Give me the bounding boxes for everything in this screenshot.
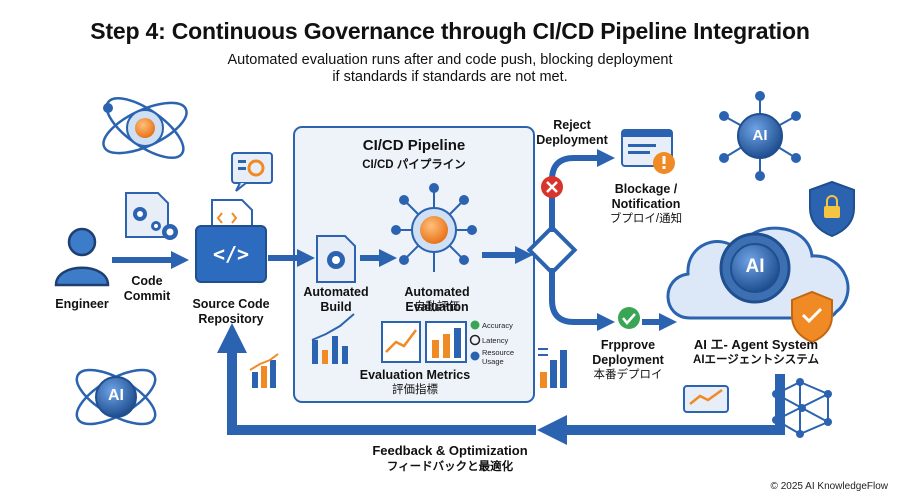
metric-resource: Resource Usage: [482, 348, 514, 366]
pipeline-subtitle: CI/CD パイプライン: [362, 159, 466, 171]
engineer-label: Engineer: [55, 297, 109, 311]
approve-label-jp: 本番デプロイ: [593, 369, 663, 381]
ai-network-badge: AI: [752, 127, 768, 144]
approve-label: Frpprove Deployment: [582, 338, 674, 368]
ai-network-icon: [719, 91, 801, 181]
decision-gate-diamond-icon: [526, 224, 578, 276]
approve-check-icon: [618, 307, 640, 329]
check-shield-icon: [791, 290, 833, 344]
chart-bubble-icon: [231, 152, 273, 192]
build-line-2: Build: [320, 300, 352, 314]
subtitle-line-1: Automated evaluation runs after and code…: [227, 52, 673, 68]
build-gear-icon: [327, 251, 345, 269]
copyright: © 2025 AI KnowledgeFlow: [770, 481, 888, 492]
evaluation-network-icon: [391, 183, 477, 272]
arrow-reject-branch: [549, 149, 615, 232]
metrics-chart-blue-icon: [381, 321, 421, 363]
resource-usage-icon: [470, 351, 480, 361]
reject-label: Reject Deployment: [528, 118, 616, 148]
metrics-chart-orange-icon: [425, 321, 467, 363]
atom-ai-badge: AI: [108, 387, 124, 404]
metric-latency: Latency: [482, 336, 509, 345]
feedback-label-jp: フィードバックと最適化: [386, 461, 514, 473]
blockage-label: Blockage / Notification: [600, 182, 692, 212]
repository-line-2: Repository: [198, 312, 264, 326]
code-commit-label: Code Commit: [112, 274, 182, 304]
atom-orange-icon: [102, 97, 188, 159]
lock-shield-icon: [809, 180, 855, 238]
subtitle-line-2: if standards if standards are not met.: [332, 69, 568, 85]
agent-label: AI エ- Agent System: [693, 337, 819, 352]
gear-icon: [162, 224, 178, 240]
reject-x-icon: [541, 176, 563, 198]
pipeline-title: CI/CD Pipeline: [362, 137, 466, 154]
bar-chart-right-icon: [538, 348, 567, 388]
code-commit-document-icon: [125, 192, 169, 238]
build-label: Automated Build: [296, 285, 376, 315]
bar-chart-small-icon: [249, 353, 279, 388]
repository-line-1: Source Code: [192, 297, 270, 311]
code-commit-line-2: Commit: [123, 289, 171, 303]
approve-line-2: Deployment: [592, 353, 664, 367]
warning-alert-icon: [653, 152, 675, 174]
atom-ai-icon: [75, 368, 157, 426]
metric-resource-line-1: Resource: [482, 348, 515, 357]
repository-icon: [195, 199, 267, 283]
pipeline-panel: [293, 126, 535, 403]
page-title: Step 4: Continuous Governance through CI…: [90, 18, 810, 44]
arrow-approve-branch: [549, 268, 615, 331]
evaluation-label-jp: 自動評価: [414, 301, 460, 313]
build-line-1: Automated: [303, 285, 369, 299]
page-subtitle: Automated evaluation runs after and code…: [150, 52, 750, 86]
code-glyph: </>: [212, 242, 250, 266]
feedback-arrow-left: [217, 323, 536, 435]
approve-line-1: Frpprove: [600, 338, 656, 352]
blockage-line-2: Notification: [611, 197, 681, 211]
metric-resource-line-2: Usage: [482, 357, 504, 366]
trend-card-icon: [683, 385, 729, 413]
code-commit-line-1: Code: [131, 274, 163, 288]
reject-line-1: Reject: [553, 118, 591, 132]
feedback-arrow-right: [537, 374, 785, 445]
evaluation-label: Automated Evaluation: [404, 285, 470, 314]
repository-label: Source Code Repository: [176, 297, 286, 327]
reject-line-2: Deployment: [536, 133, 608, 147]
metrics-label-jp: 評価指標: [392, 384, 438, 396]
accuracy-check-icon: [470, 320, 480, 330]
ai-agent-badge: AI: [745, 256, 765, 277]
agent-label-jp: AIエージェントシステム: [693, 354, 819, 366]
latency-clock-icon: [469, 334, 481, 346]
metrics-label: Evaluation Metrics: [359, 368, 471, 382]
engineer-icon: [54, 227, 110, 287]
metrics-line-chart-icon: [311, 313, 355, 364]
blockage-label-jp: ブプロイ/通知: [609, 213, 683, 225]
metric-accuracy: Accuracy: [482, 321, 513, 330]
blockage-line-1: Blockage /: [614, 182, 678, 196]
feedback-label: Feedback & Optimization: [372, 443, 528, 458]
